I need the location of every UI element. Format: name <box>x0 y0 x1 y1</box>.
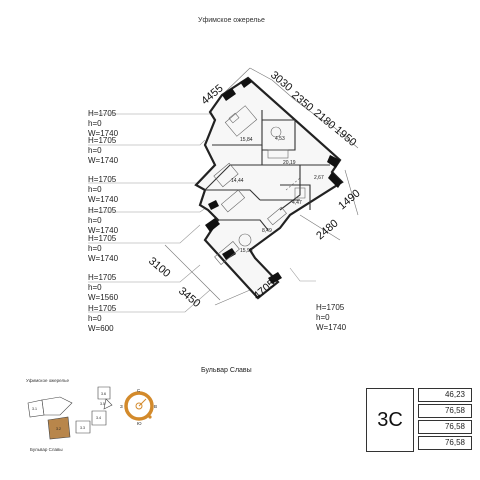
dim-top-4: 2180 <box>311 107 337 132</box>
walls <box>194 76 344 300</box>
dim-bottom-2: 3450 <box>176 285 202 310</box>
dim-top-2: 3030 <box>268 69 294 94</box>
svg-text:3.3: 3.3 <box>80 426 85 430</box>
svg-text:Ю: Ю <box>137 421 142 426</box>
dim-right-1: 2480 <box>314 217 340 242</box>
svg-text:3.1: 3.1 <box>32 407 37 411</box>
street-label-bottom: Бульвар Славы <box>201 367 252 374</box>
room-area-7: 8,49 <box>262 228 272 234</box>
dim-top-3: 2350 <box>289 89 315 114</box>
key-section-3-2 <box>47 416 71 440</box>
svg-text:З: З <box>120 404 123 409</box>
key-plan: Уфимское ожерелье 3.1 3.2 3.3 3.4 3.5 3.… <box>26 378 113 452</box>
svg-text:3.5: 3.5 <box>100 402 105 406</box>
key-plan-street-top: Уфимское ожерелье <box>26 378 69 383</box>
svg-text:3.2: 3.2 <box>56 427 61 431</box>
dim-bottom-1: 3100 <box>146 255 172 280</box>
svg-text:3.4: 3.4 <box>96 416 101 420</box>
summary-value-3: 76,58 <box>418 420 472 434</box>
svg-text:В: В <box>154 404 157 409</box>
key-plan-street-bottom: Бульвар Славы <box>30 447 63 452</box>
key-section-3-3 <box>75 420 91 434</box>
room-area-3: 20,19 <box>283 160 296 166</box>
room-area-4: 14,44 <box>231 178 244 184</box>
compass-icon: С В Ю З <box>120 388 157 426</box>
key-section-3-6 <box>97 386 111 400</box>
svg-text:3.6: 3.6 <box>101 392 106 396</box>
summary-value-1: 46,23 <box>418 388 472 402</box>
dimension-lines <box>164 67 359 306</box>
room-area-5: 2,67 <box>314 175 324 181</box>
room-area-6: 4,47 <box>292 200 302 206</box>
furniture <box>213 105 306 265</box>
key-section-3-4 <box>91 410 107 426</box>
street-label-top: Уфимское ожерелье <box>198 17 265 24</box>
room-area-8: 15,95 <box>240 248 253 254</box>
room-area-1: 15,84 <box>240 137 253 143</box>
apartment-type: 3С <box>366 388 414 452</box>
room-areas: 15,84 4,53 20,19 14,44 2,67 4,47 8,49 15… <box>231 136 324 254</box>
summary-value-4: 76,58 <box>418 436 472 450</box>
room-area-2: 4,53 <box>275 136 285 142</box>
svg-text:С: С <box>137 388 141 393</box>
summary-value-2: 76,58 <box>418 404 472 418</box>
apartment-summary: 3С 46,23 76,58 76,58 76,58 <box>366 388 472 452</box>
dim-right-2: 1490 <box>336 187 362 212</box>
